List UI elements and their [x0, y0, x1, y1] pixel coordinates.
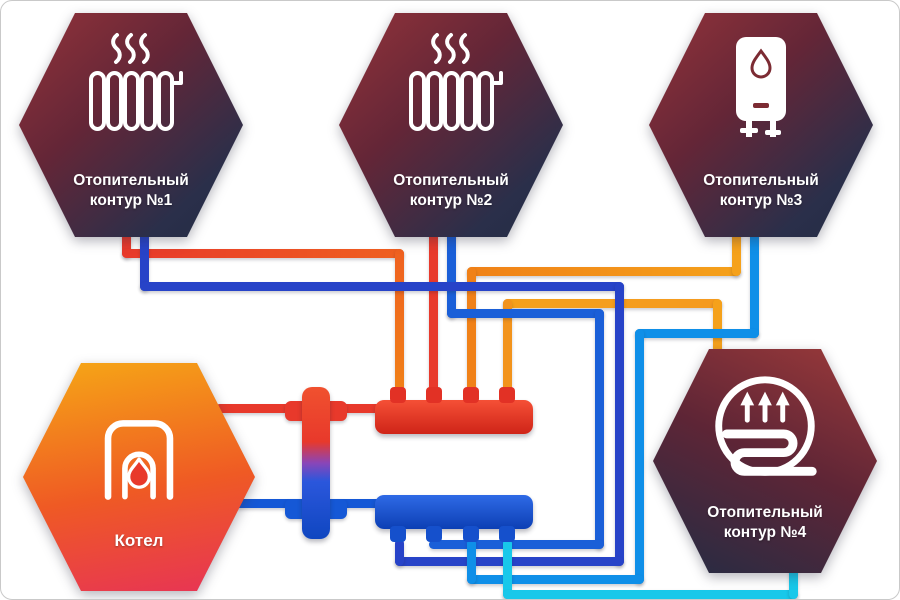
circuit-4-label-line1: Отопительный	[707, 504, 823, 521]
circuit-1-label: Отопительный контур №1	[19, 171, 243, 211]
circuit3-supply-run-pipe	[467, 267, 741, 276]
circuit3-supply-drop-pipe	[732, 227, 741, 276]
circuit2-return-drop-pipe	[447, 227, 456, 318]
circuit-4-label: Отопительный контур №4	[653, 503, 877, 543]
return-riser-right-3-pipe	[635, 329, 644, 584]
manifold-drop-4-pipe	[503, 539, 512, 599]
circuit-3-label-line1: Отопительный	[703, 172, 819, 189]
circuit-2-hexagon: Отопительный контур №2	[339, 13, 563, 237]
boiler-node: Котел	[23, 363, 255, 591]
boiler-return-pipe	[235, 499, 309, 508]
separator-body	[302, 387, 330, 539]
circuit-1-hexagon: Отопительный контур №1	[19, 13, 243, 237]
return-manifold	[375, 495, 533, 542]
supply-riser-3-pipe	[467, 267, 476, 393]
supply-manifold-stub-4	[499, 387, 515, 403]
boiler-supply-pipe	[215, 404, 309, 413]
circuit4-supply-run-pipe	[503, 299, 722, 308]
circuit1-return-drop-pipe	[140, 227, 149, 291]
return-manifold-stub-4	[499, 526, 515, 542]
return-bottom-run-4-pipe	[503, 590, 798, 599]
circuit-4-node: Отопительный контур №4	[653, 349, 877, 573]
supply-riser-1-pipe	[395, 249, 404, 393]
return-bottom-run-1-pipe	[429, 540, 604, 549]
circuit-3-label-line2: контур №3	[719, 192, 803, 209]
boiler-hexagon: Котел	[23, 363, 255, 591]
circuit1-return-run-pipe	[140, 282, 624, 291]
circuit2-return-run-pipe	[447, 309, 604, 318]
supply-riser-4-pipe	[503, 299, 512, 393]
circuit-3-label: Отопительный контур №3	[649, 171, 873, 211]
radiator-icon	[409, 33, 503, 131]
supply-manifold	[375, 387, 533, 434]
circuit-2-node: Отопительный контур №2	[339, 13, 563, 237]
supply-manifold-stub-1	[390, 387, 406, 403]
circuit2-supply-drop-pipe	[429, 227, 438, 405]
circuit1-supply-run-pipe	[122, 249, 404, 258]
boiler-label-line1: Котел	[114, 531, 164, 550]
circuit-3-node: Отопительный контур №3	[649, 13, 873, 237]
supply-manifold-stub-2	[426, 387, 442, 403]
underfloor-heating-icon	[715, 376, 817, 476]
circuit-2-label: Отопительный контур №2	[339, 171, 563, 211]
water-heater-icon	[736, 37, 786, 137]
separator-supply-link-pipe	[325, 404, 381, 413]
manifold-drop-1-pipe	[395, 539, 404, 566]
circuit1-supply-drop-pipe	[122, 227, 131, 258]
circuit-1-label-line1: Отопительный	[73, 172, 189, 189]
circuit3-return-drop-pipe	[750, 227, 759, 338]
circuit-2-label-line2: контур №2	[409, 192, 493, 209]
boiler-flame-icon	[104, 420, 174, 500]
separator-return-link-pipe	[325, 499, 381, 508]
circuit-4-label-line2: контур №4	[723, 524, 807, 541]
manifold-drop-3-pipe	[467, 539, 476, 584]
return-manifold-stub-1	[390, 526, 406, 542]
radiator-icon	[89, 33, 183, 131]
circuit-3-hexagon: Отопительный контур №3	[649, 13, 873, 237]
circuit4-return-rise-pipe	[789, 555, 798, 599]
supply-manifold-stub-3	[463, 387, 479, 403]
return-riser-right-2-pipe	[615, 282, 624, 566]
return-bottom-run-3-pipe	[467, 575, 644, 584]
circuit-1-label-line2: контур №1	[89, 192, 173, 209]
circuit-4-hexagon: Отопительный контур №4	[653, 349, 877, 573]
hydraulic-separator	[285, 387, 347, 539]
return-manifold-stub-2	[426, 526, 442, 542]
circuit3-return-run-pipe	[635, 329, 759, 338]
return-manifold-stub-3	[463, 526, 479, 542]
return-riser-right-1-pipe	[595, 309, 604, 549]
circuit-2-label-line1: Отопительный	[393, 172, 509, 189]
circuit-1-node: Отопительный контур №1	[19, 13, 243, 237]
boiler-label: Котел	[23, 531, 255, 551]
